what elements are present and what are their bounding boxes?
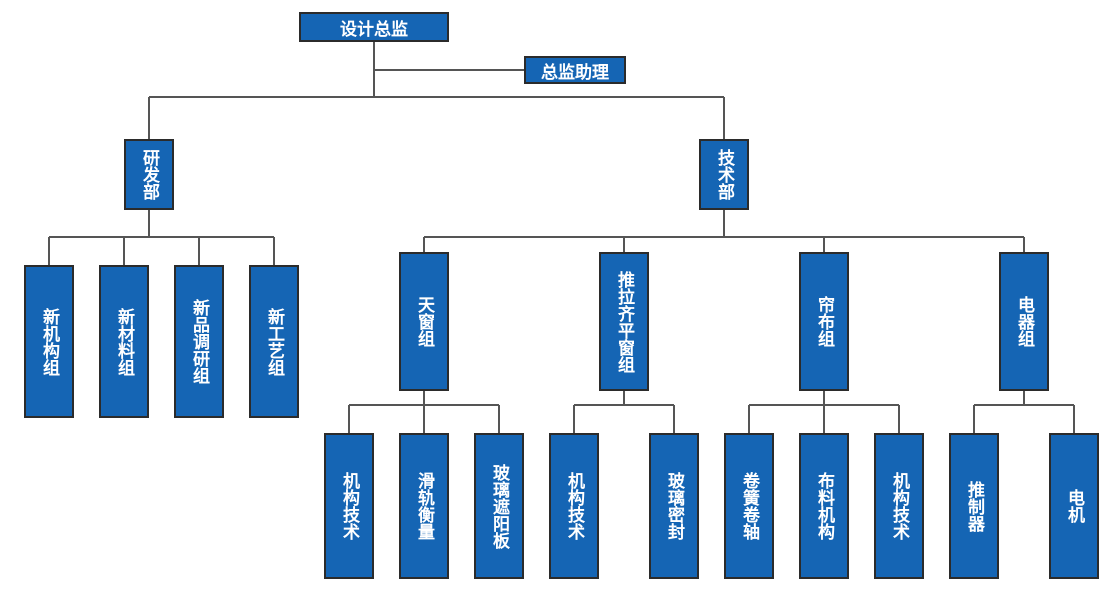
node-rd-child-2: 新材料组 [99,265,149,418]
node-curtain-child-3: 机构技术 [874,433,924,579]
node-sliding-child-2: 玻璃密封 [649,433,699,579]
node-tech-group-sliding: 推拉齐平窗组 [599,252,649,391]
node-rd-child-3: 新品调研组 [174,265,224,418]
node-skylight-child-2: 滑轨衡量 [399,433,449,579]
node-tech-group-electric: 电器组 [999,252,1049,391]
node-rd: 研发部 [124,139,174,210]
node-assistant: 总监助理 [524,56,626,84]
node-tech-group-skylight: 天窗组 [399,252,449,391]
node-director: 设计总监 [299,12,449,42]
node-electric-child-1: 推制器 [949,433,999,579]
node-skylight-child-1: 机构技术 [324,433,374,579]
node-rd-child-1: 新机构组 [24,265,74,418]
node-electric-child-2: 电机 [1049,433,1099,579]
node-sliding-child-1: 机构技术 [549,433,599,579]
node-curtain-child-2: 布料机构 [799,433,849,579]
node-rd-child-4: 新工艺组 [249,265,299,418]
node-skylight-child-3: 玻璃遮阳板 [474,433,524,579]
node-curtain-child-1: 卷簧卷轴 [724,433,774,579]
node-tech: 技术部 [699,139,749,210]
node-tech-group-curtain: 帘布组 [799,252,849,391]
